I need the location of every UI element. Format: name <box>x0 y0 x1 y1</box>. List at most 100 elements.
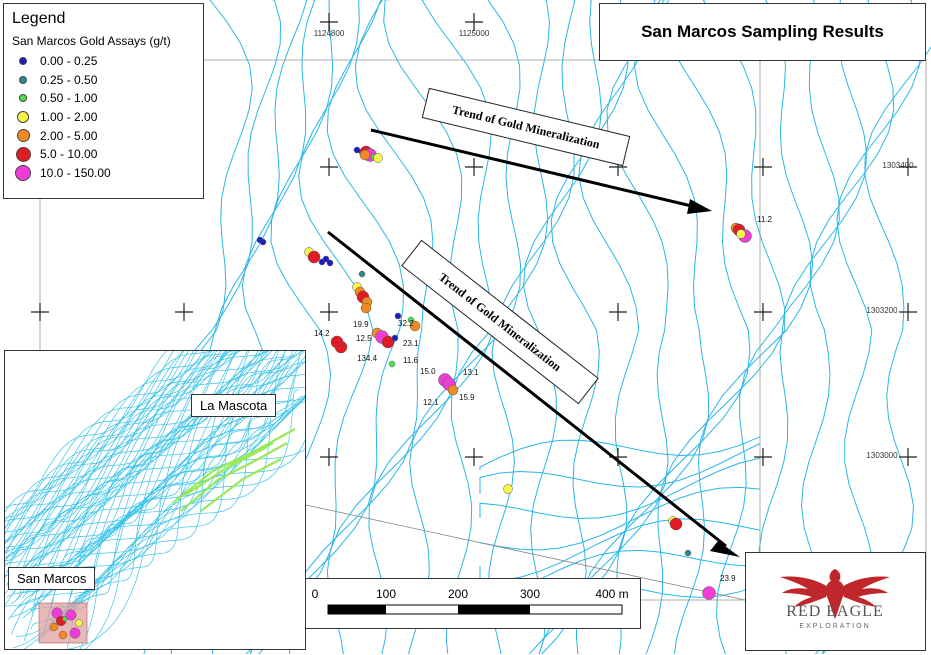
inset-contour-line <box>5 351 185 533</box>
vein-line <box>200 458 282 512</box>
legend-item: 5.0 - 10.00 <box>12 145 195 164</box>
inset-contour-line <box>12 351 248 586</box>
inset-contour-line <box>5 351 212 543</box>
assay-label: 11.2 <box>757 215 773 224</box>
legend-title: Legend <box>12 10 66 27</box>
sample-point <box>388 360 396 368</box>
inset-contour-line <box>5 351 233 548</box>
contour-line <box>576 0 710 654</box>
inset-contour-line <box>5 351 268 576</box>
vein-line <box>172 428 296 504</box>
sample-point <box>259 238 267 246</box>
legend-label: 5.0 - 10.00 <box>40 147 98 162</box>
contour-line <box>528 0 656 654</box>
sample-point <box>736 229 746 239</box>
inset-contour-line <box>5 351 240 562</box>
map-title: San Marcos Sampling Results <box>641 22 884 41</box>
legend-swatch <box>12 129 34 143</box>
scale-tick-label: 400 m <box>595 587 628 601</box>
sample-point <box>326 259 334 267</box>
inset-contour-line <box>26 351 264 591</box>
inset-sample-points <box>49 607 83 640</box>
scale-bar-segment <box>328 605 386 614</box>
location-inset-map: La Mascota San Marcos <box>4 350 306 650</box>
inset-contour-line <box>32 366 293 614</box>
contour-line <box>286 0 434 654</box>
contour-line <box>479 443 761 494</box>
map-title-box: San Marcos Sampling Results <box>599 3 926 61</box>
vein-line <box>194 442 274 490</box>
scale-bar-box: 0 100 200 300 400 m <box>305 578 641 629</box>
legend-item: 1.00 - 2.00 <box>12 108 195 127</box>
inset-contour-line <box>33 354 296 608</box>
sample-point <box>394 312 402 320</box>
scale-tick-label: 200 <box>448 587 468 601</box>
inset-contour-line <box>5 351 212 542</box>
contour-line <box>821 0 922 654</box>
assay-label: 13.1 <box>463 368 479 377</box>
contour-line <box>673 0 814 654</box>
inset-contour-line <box>65 448 305 649</box>
sample-point <box>391 334 399 342</box>
sample-point <box>307 250 321 264</box>
contour-line <box>249 0 404 654</box>
assay-label: 32.2 <box>398 319 414 328</box>
inset-contour-line <box>5 351 241 554</box>
sample-point <box>669 517 683 531</box>
inset-contour-line <box>66 398 295 648</box>
inset-contour-line <box>23 351 270 593</box>
assay-label: 23.1 <box>403 339 419 348</box>
inset-contour-line <box>5 351 273 564</box>
map-boundary-line <box>305 504 746 601</box>
inset-contour-line <box>22 351 250 598</box>
inset-contour-line <box>5 351 234 567</box>
sample-point <box>447 384 459 396</box>
inset-contour-line <box>60 375 295 619</box>
inset-contour-line <box>85 439 305 649</box>
contour-line <box>815 46 931 654</box>
inset-contour-line <box>5 351 167 528</box>
legend-label: 1.00 - 2.00 <box>40 110 98 125</box>
assay-labels: 11.2 19.9 32.2 12.5 23.1 14.2 134.4 11.6… <box>314 215 773 583</box>
inset-contour-line <box>5 351 263 606</box>
inset-sample-point <box>75 619 83 627</box>
legend-swatch <box>12 164 34 181</box>
scale-tick-label: 0 <box>312 587 319 601</box>
legend-swatch <box>12 75 34 84</box>
assay-label: 11.6 <box>403 356 419 365</box>
scale-tick-label: 100 <box>376 587 396 601</box>
contour-line <box>479 436 761 470</box>
legend-swatch <box>12 111 34 124</box>
legend-item: 0.50 - 1.00 <box>12 89 195 108</box>
sample-point <box>381 335 395 349</box>
assay-label: 12.1 <box>423 398 439 407</box>
inset-contour-line <box>5 351 218 555</box>
legend-subtitle: San Marcos Gold Assays (g/t) <box>12 34 171 48</box>
inset-contour-line <box>14 351 294 576</box>
logo-box: RED EAGLE EXPLORATION <box>745 552 926 651</box>
contour-line <box>541 0 629 654</box>
contour-line <box>645 0 786 654</box>
legend-label: 0.25 - 0.50 <box>40 72 98 87</box>
vein-line <box>180 442 288 512</box>
contour-line <box>522 0 602 654</box>
assay-label: 134.4 <box>357 354 378 363</box>
legend-label: 0.50 - 1.00 <box>40 91 98 106</box>
inset-sample-point <box>65 609 77 621</box>
grid-labels: 1124800 1125000 1303400 1303200 1303000 <box>314 29 914 460</box>
contour-line <box>479 486 761 551</box>
legend-swatch <box>12 94 34 103</box>
northing-label: 1303400 <box>882 161 914 170</box>
sample-point <box>359 149 371 161</box>
inset-label-san-marcos: San Marcos <box>8 567 96 590</box>
assay-label: 15.9 <box>459 393 475 402</box>
assay-label: 15.0 <box>420 367 436 376</box>
trend-arrow-upper <box>370 128 712 214</box>
legend-swatch <box>12 146 34 162</box>
contour-line <box>326 0 463 654</box>
sample-point <box>322 255 330 263</box>
scale-tick-label: 300 <box>520 587 540 601</box>
inset-contour-line <box>5 351 184 509</box>
legend-label: 0.00 - 0.25 <box>40 54 98 69</box>
legend-panel: Legend San Marcos Gold Assays (g/t) 0.00… <box>3 3 204 199</box>
